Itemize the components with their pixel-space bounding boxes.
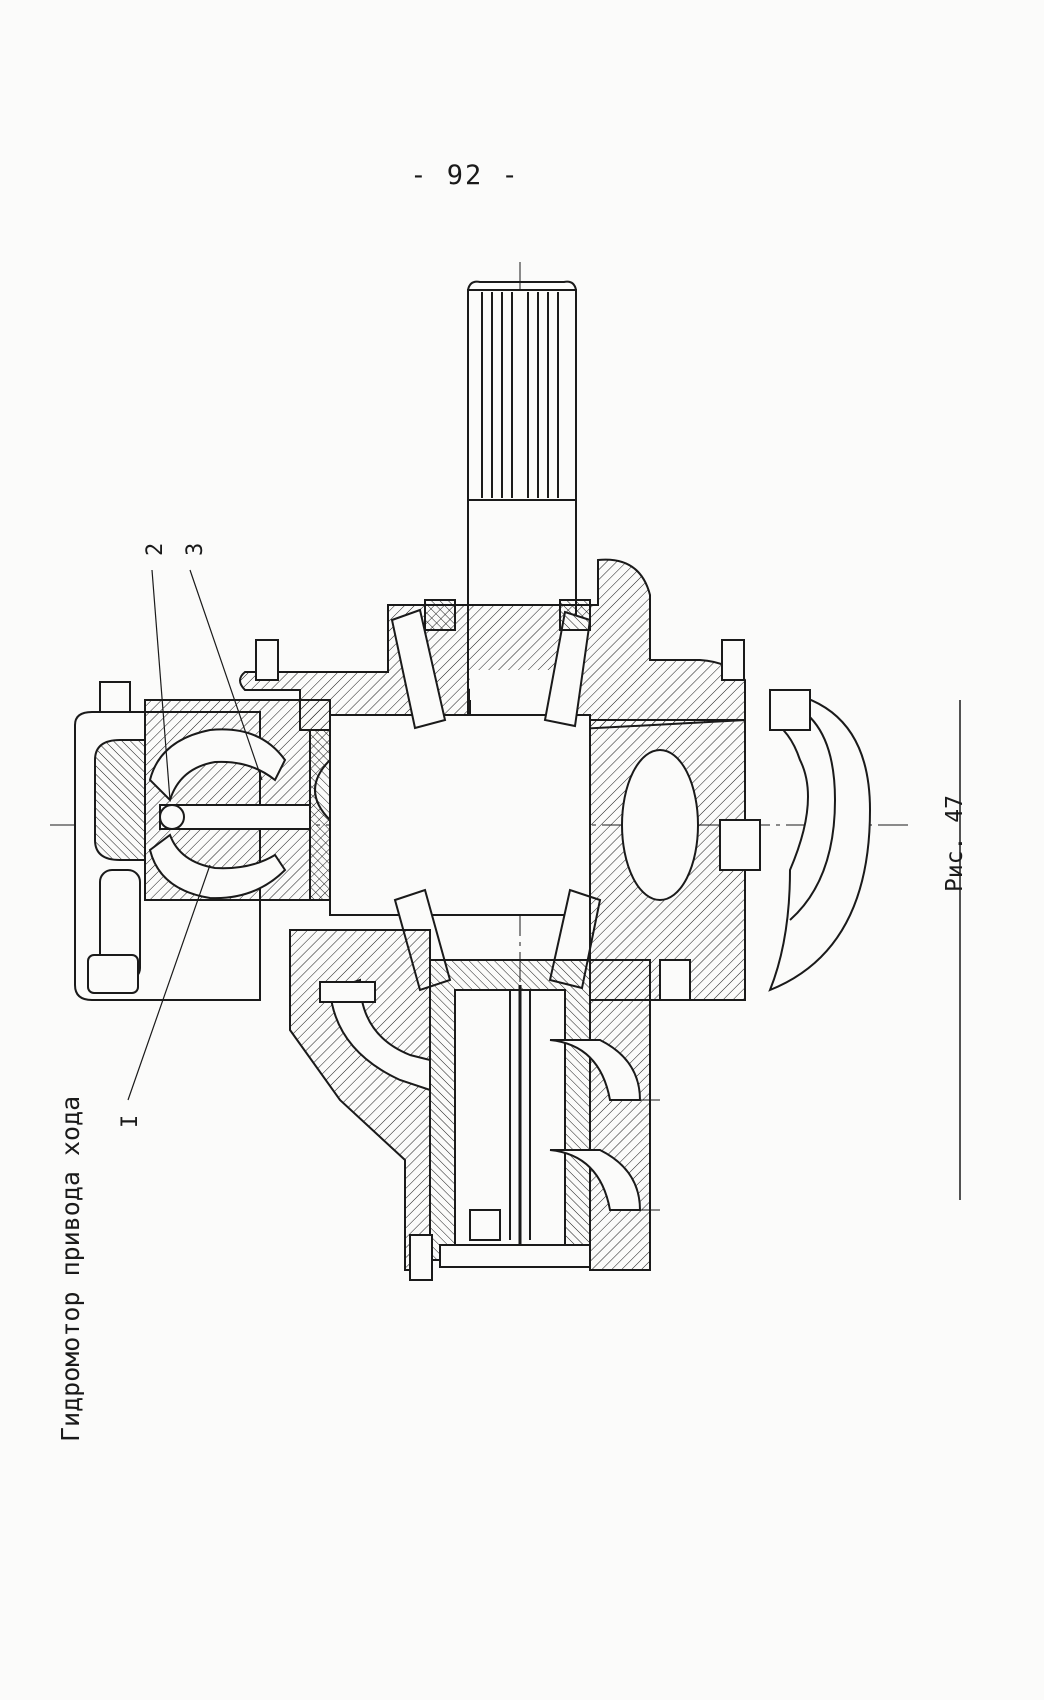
splined-shaft xyxy=(467,280,577,731)
plug xyxy=(319,981,376,1003)
flange-bolt-left xyxy=(255,639,279,681)
page-number: - 92 - xyxy=(410,160,520,191)
leader-line-1 xyxy=(127,864,211,1101)
bottom-bolt xyxy=(409,1234,433,1281)
upper-bearing-left xyxy=(390,608,447,730)
end-cover xyxy=(439,1244,591,1268)
leader-line-2 xyxy=(151,569,171,801)
flange-bolt-right xyxy=(721,639,745,681)
bolt-head-left xyxy=(87,954,139,994)
leader-line-3 xyxy=(189,569,263,781)
valve-nut xyxy=(469,1209,501,1241)
oval-port xyxy=(621,749,699,901)
bolt-lower-right xyxy=(659,959,691,1001)
hook-bracket xyxy=(768,688,872,992)
central-drum xyxy=(329,714,591,916)
lower-right-housing xyxy=(589,959,651,1271)
top-left-bolt xyxy=(99,681,131,713)
